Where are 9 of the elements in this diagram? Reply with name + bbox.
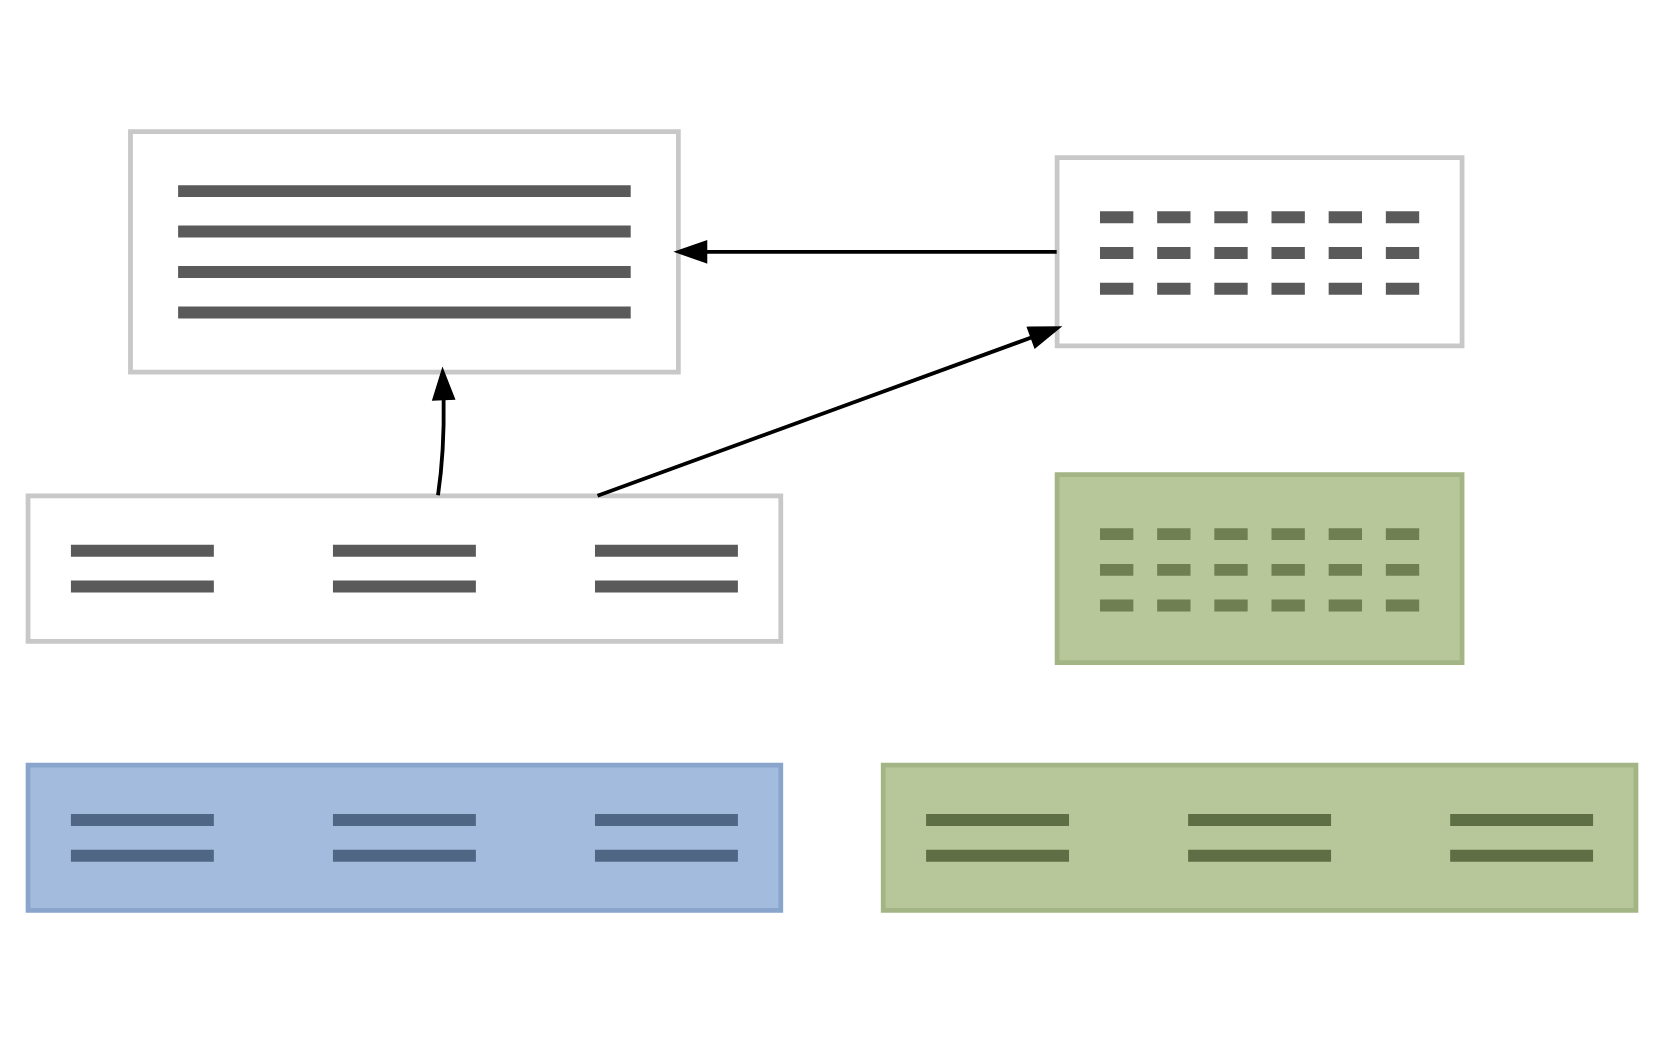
node-box bbox=[879, 761, 1638, 912]
node-box bbox=[24, 492, 783, 643]
node-box bbox=[1053, 471, 1464, 665]
node-box bbox=[1053, 154, 1464, 348]
arrow bbox=[430, 365, 455, 495]
arrow bbox=[672, 238, 1056, 263]
node-box bbox=[127, 128, 680, 374]
node-box bbox=[24, 761, 783, 912]
arrow bbox=[595, 325, 1062, 497]
